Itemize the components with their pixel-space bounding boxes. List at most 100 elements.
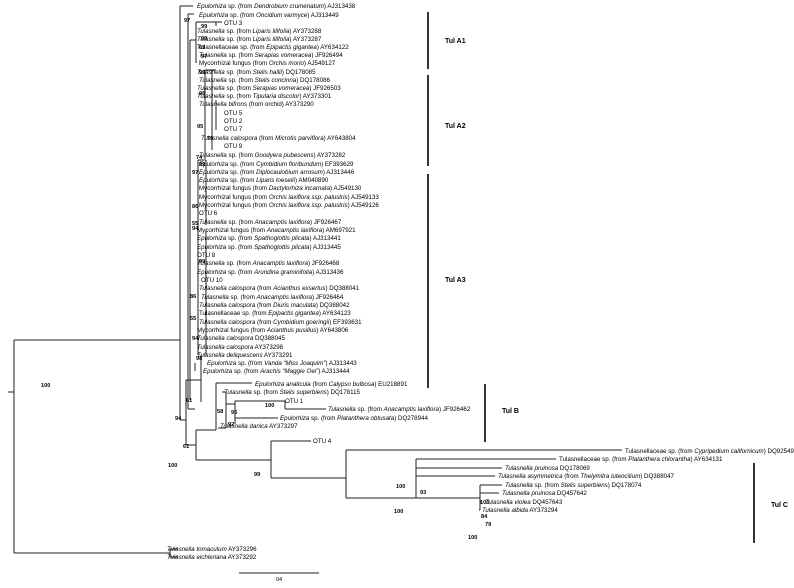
tree-branch bbox=[169, 548, 178, 558]
tree-branch bbox=[211, 69, 216, 150]
taxon-label: Tulasnella calospora DQ388045 bbox=[197, 335, 286, 342]
tree-branch bbox=[188, 363, 196, 410]
taxon-label: Epulorhiza sp. (from Cymbidium floribund… bbox=[199, 161, 354, 168]
tree-branch bbox=[345, 449, 622, 498]
support-value: 100 bbox=[480, 500, 489, 506]
taxon-label: Tulasnella danica AY373297 bbox=[220, 423, 298, 430]
tree-branch bbox=[195, 21, 216, 63]
taxon-label: Tulasnella sp. (from Liparis lilifolia) … bbox=[197, 28, 322, 35]
support-value: 84 bbox=[481, 514, 488, 520]
support-value: 61 bbox=[183, 444, 189, 450]
tree-branch bbox=[179, 5, 193, 420]
taxon-label: Tulasnella sp. (from Stelis superbiens) … bbox=[505, 482, 642, 489]
taxon-label: Tulasnella pruinosa DQ178069 bbox=[505, 465, 590, 472]
support-value: 94 bbox=[175, 416, 182, 422]
taxon-label: Tulasnella calospora (from Diuris macula… bbox=[199, 302, 350, 309]
taxon-label: OTU 6 bbox=[199, 210, 218, 217]
support-value: 100 bbox=[394, 509, 403, 515]
tree-branch bbox=[180, 380, 187, 445]
tree-branch bbox=[284, 401, 326, 410]
taxon-label: Epulorhiza sp. (from Diplocaulobium arro… bbox=[199, 169, 355, 176]
support-value: 100 bbox=[168, 463, 177, 469]
tree-branch bbox=[216, 382, 252, 393]
support-value: 99 bbox=[201, 24, 207, 30]
tree-branch bbox=[479, 501, 482, 511]
taxon-label: Epulorhiza sp. (from Oncidium varmyce) A… bbox=[199, 12, 339, 19]
taxon-label: Mycorrhizal fungus (from Orchis laxiflor… bbox=[199, 202, 379, 209]
tree-branch bbox=[225, 392, 235, 428]
tree-branch bbox=[8, 339, 180, 554]
support-value: 100 bbox=[468, 535, 477, 541]
taxon-label: Tulasnella bifrons (from orchid) AY37329… bbox=[199, 101, 314, 108]
support-value: 98 bbox=[196, 356, 202, 362]
taxon-label: OTU 4 bbox=[313, 438, 332, 445]
taxon-label: Mycorrhizal fungus (from Orchis laxiflor… bbox=[199, 194, 379, 201]
support-value: 86 bbox=[190, 294, 196, 300]
support-value: 100 bbox=[396, 484, 405, 490]
taxon-label: Epulorhiza sp. (from Liparis loeselii) A… bbox=[199, 177, 329, 184]
support-value: 74 bbox=[196, 155, 203, 161]
tree-branch bbox=[204, 69, 212, 159]
tree-branch bbox=[189, 39, 196, 400]
tree-branch bbox=[271, 440, 346, 479]
taxon-label: Tulasnella sp. (from Tipularia discolor)… bbox=[197, 93, 332, 100]
taxon-label: Tulasnella asymmetrica (from Thelymitra … bbox=[498, 473, 675, 480]
support-value: 93 bbox=[420, 490, 426, 496]
support-value: 86 bbox=[192, 204, 198, 210]
taxon-label: Tulasnella sp. (from Serapias vomeracea)… bbox=[199, 52, 343, 59]
tree-branch bbox=[197, 159, 206, 355]
support-value: 94 bbox=[192, 226, 199, 232]
taxon-label: Tulasnella deliquescens AY373291 bbox=[197, 352, 293, 359]
taxon-label: Tulasnella tomaculum AY373296 bbox=[167, 546, 257, 553]
taxon-label: Tulasnella calospora (from Cymbidium goe… bbox=[199, 319, 362, 326]
support-value: 100 bbox=[41, 383, 50, 389]
support-value: 99 bbox=[199, 70, 205, 76]
support-value: 99 bbox=[201, 36, 207, 42]
taxon-label: Tulasnellaceae sp. (from Epipactis gigan… bbox=[197, 44, 349, 51]
taxon-label: Tulasnella sp. (from Liparis lilifolia) … bbox=[197, 36, 322, 43]
clade-label: Tul A3 bbox=[445, 277, 466, 284]
taxon-label: Epulorhiza anaticula (from Calypso bulbo… bbox=[255, 381, 408, 388]
taxon-label: Tulasnellaceae sp. (from Epipactis gigan… bbox=[199, 310, 351, 317]
taxon-label: Tulasnella albida AY373294 bbox=[482, 507, 558, 514]
taxon-label: Tulasnella sp. (from Anacamptis laxiflor… bbox=[328, 406, 471, 413]
taxon-label: Epulorhiza sp. (from Arachis “Maggie Oei… bbox=[203, 368, 350, 375]
taxon-label: Tulasnella sp. (from Anacamptis laxiflor… bbox=[201, 294, 344, 301]
taxon-label: OTU 1 bbox=[285, 398, 304, 405]
taxon-label: Tulasnellaceae sp. (from Cypripedium cal… bbox=[625, 448, 794, 455]
taxon-label: Epulorhiza sp. (from Arundina graminifol… bbox=[197, 269, 344, 276]
taxon-label: OTU 2 bbox=[224, 118, 243, 125]
taxon-label: Mycorrhizal fungus (from Anacamptis laxi… bbox=[197, 227, 356, 234]
taxon-label: OTU 7 bbox=[224, 126, 243, 133]
taxon-label: OTU 9 bbox=[224, 143, 243, 150]
taxon-label: Tulasnella sp. (from Goodyera pubescens)… bbox=[199, 152, 346, 159]
tree-branch bbox=[186, 355, 202, 402]
taxon-label: Tulasnellaceae sp. (from Platanthera chl… bbox=[559, 456, 723, 463]
support-value: 79 bbox=[207, 136, 213, 142]
tree-branch bbox=[215, 21, 222, 26]
taxon-label: Tulasnella sp. (from Stelis concinna) DQ… bbox=[199, 77, 331, 84]
tree-branch bbox=[416, 485, 481, 510]
support-value: 100 bbox=[265, 403, 274, 409]
tree-branch bbox=[234, 400, 285, 424]
tree-branches bbox=[8, 5, 622, 558]
tree-branch bbox=[196, 383, 217, 431]
support-value: 69 bbox=[199, 45, 205, 51]
taxon-label: OTU 10 bbox=[201, 277, 223, 284]
taxon-label: Tulasnella sp. (from Anacamptis laxiflor… bbox=[197, 260, 340, 267]
taxon-label: Tulasnella sp. (from Anacamptis laxiflor… bbox=[199, 219, 342, 226]
taxon-label: Tulasnella calospora (from Microtis parv… bbox=[201, 135, 356, 142]
taxon-label: Tulasnella calospora AY373298 bbox=[197, 344, 284, 351]
tree-branch bbox=[187, 13, 194, 409]
tree-branch bbox=[218, 417, 278, 429]
scale-bar-label: 04 bbox=[276, 577, 282, 583]
taxon-label: Tulasnella sp. (from Stelis superbiens) … bbox=[224, 389, 361, 396]
taxon-label: Tulasnella sp. (from Stelis hallii) DQ17… bbox=[197, 69, 316, 76]
support-value: 99 bbox=[199, 162, 205, 168]
clade-label: Tul C bbox=[771, 502, 788, 509]
taxon-label: Mycorrhizal fungus (from Acianthus pusil… bbox=[197, 327, 349, 334]
taxon-label: Mycorrhizal fungus (from Dactylorhiza in… bbox=[199, 185, 362, 192]
support-value: 55 bbox=[192, 221, 198, 227]
